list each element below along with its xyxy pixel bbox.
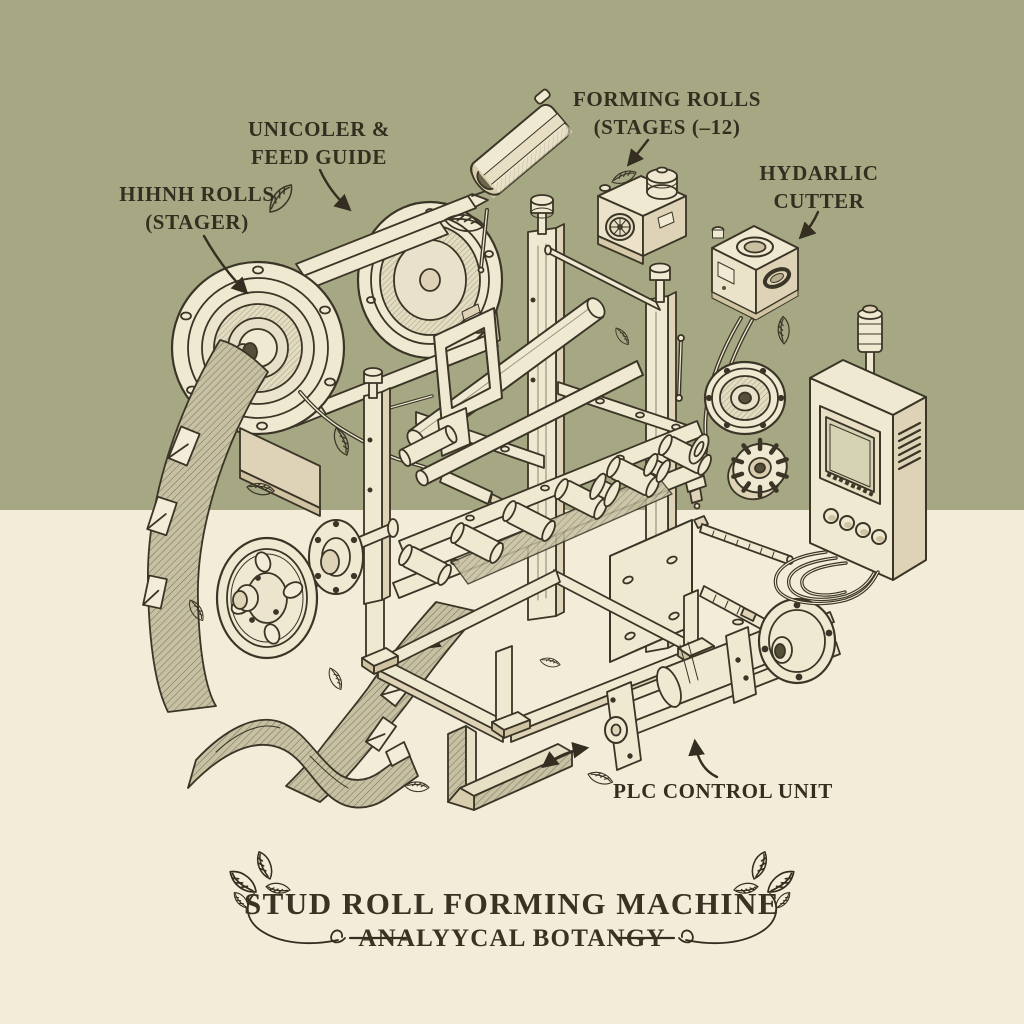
arrow-c-channel bbox=[541, 741, 590, 769]
label-plc-line1: PLC CONTROL UNIT bbox=[613, 779, 833, 803]
arrow-hydraulic-cutter bbox=[798, 210, 820, 240]
formed-strip-wave bbox=[187, 718, 419, 809]
arrow-plc bbox=[688, 738, 719, 779]
plc-panel bbox=[773, 304, 927, 606]
feed-strip bbox=[142, 339, 269, 713]
channel-sample bbox=[469, 88, 573, 274]
idler-wheel bbox=[215, 518, 399, 660]
label-uncoiler-line1: UNICOLER & bbox=[248, 117, 390, 141]
label-forming-rolls-line1: FORMING ROLLS bbox=[572, 87, 762, 111]
label-uncoiler-line2: FEED GUIDE bbox=[250, 144, 388, 169]
label-forming-rolls: FORMING ROLLS (STAGES (–12) bbox=[573, 86, 761, 141]
spline-gear bbox=[727, 437, 789, 501]
label-hihnh-rolls-line2: (STAGER) bbox=[145, 209, 249, 234]
hydraulic-cylinder bbox=[604, 597, 841, 771]
page-title: STUD ROLL FORMING MACHINE bbox=[243, 886, 781, 921]
page-subtitle: ANALYYCAL BOTANGY bbox=[358, 925, 666, 952]
panel-buttons bbox=[823, 508, 887, 545]
label-hihnh-rolls: HIHNH ROLLS (STAGER) bbox=[119, 181, 274, 236]
label-plc-control-unit: PLC CONTROL UNIT bbox=[613, 778, 833, 806]
drive-gearbox bbox=[597, 166, 687, 265]
hydraulic-cutter bbox=[683, 225, 799, 510]
label-forming-rolls-line2: (STAGES (–12) bbox=[593, 114, 741, 139]
bearing-flange bbox=[703, 360, 787, 436]
forming-rollers bbox=[398, 433, 712, 586]
arrow-uncoiler bbox=[318, 168, 352, 212]
arrow-hihnh-rolls bbox=[202, 234, 249, 295]
label-hihnh-rolls-line1: HIHNH ROLLS bbox=[119, 182, 275, 206]
label-hydraulic-cutter-line2: CUTTER bbox=[773, 188, 865, 213]
label-hydraulic-cutter-line1: HYDARLIC bbox=[759, 161, 879, 185]
machine-frame bbox=[366, 194, 712, 663]
label-uncoiler: UNICOLER & FEED GUIDE bbox=[248, 116, 390, 171]
label-hydraulic-cutter: HYDARLIC CUTTER bbox=[759, 160, 878, 215]
arrow-forming-rolls bbox=[626, 138, 650, 167]
title-flourish-left bbox=[227, 850, 408, 945]
tower-light-icon bbox=[857, 304, 883, 396]
